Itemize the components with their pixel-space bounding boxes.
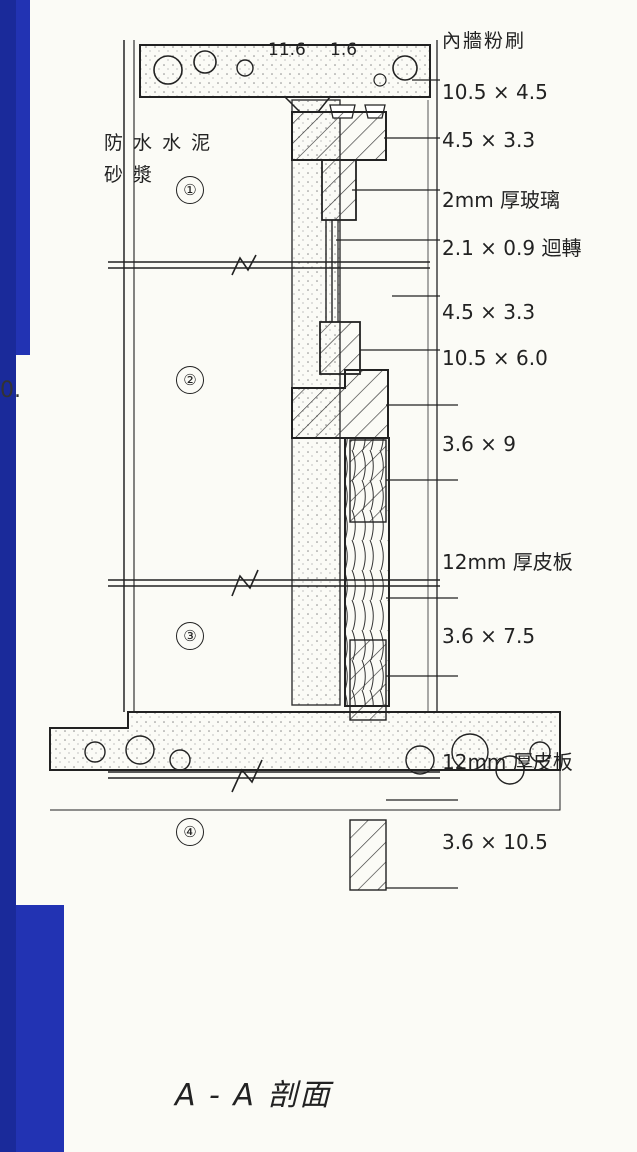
mortar-label: 防 水 水 泥 [104,132,213,154]
top-dim-2: 1.6 [330,40,358,60]
slide-background-corner [16,0,30,355]
foundation [49,711,561,811]
label-dim-top-frame: 10.5 × 4.5 [442,80,548,104]
section-marker-4: ④ [176,818,204,846]
label-glass: 2mm 厚玻璃 [442,188,561,212]
label-pivot: 2.1 × 0.9 迴轉 [442,236,582,260]
label-dim-sill: 10.5 × 6.0 [442,346,548,370]
label-plaster: 內牆粉刷 [442,30,527,52]
label-dim-sash-2: 4.5 × 3.3 [442,300,536,324]
mortar-label-2: 砂 漿 [104,164,155,186]
section-marker-2: ② [176,366,204,394]
bottom-sash [319,321,361,375]
label-panel-1: 12mm 厚皮板 [442,550,573,574]
label-dim-rail-1: 3.6 × 9 [442,432,517,456]
top-dim-1: 11.6 [268,40,306,60]
label-panel-2: 12mm 厚皮板 [442,750,573,774]
label-dim-sash: 4.5 × 3.3 [442,128,536,152]
leader-lines [336,79,458,889]
sill [291,369,389,439]
corner-mark: 0. [0,378,21,403]
section-marker-3: ③ [176,622,204,650]
section-caption: A - A 剖面 [175,1078,332,1113]
slide-background [0,0,16,1152]
label-dim-rail-3: 3.6 × 10.5 [442,830,548,854]
top-frame [291,111,387,161]
break-lines [108,254,440,793]
slide-background-corner-bottom [16,905,64,1152]
top-lintel [139,44,431,98]
label-dim-rail-2: 3.6 × 7.5 [442,624,536,648]
top-sash [321,159,357,221]
section-marker-1: ① [176,176,204,204]
